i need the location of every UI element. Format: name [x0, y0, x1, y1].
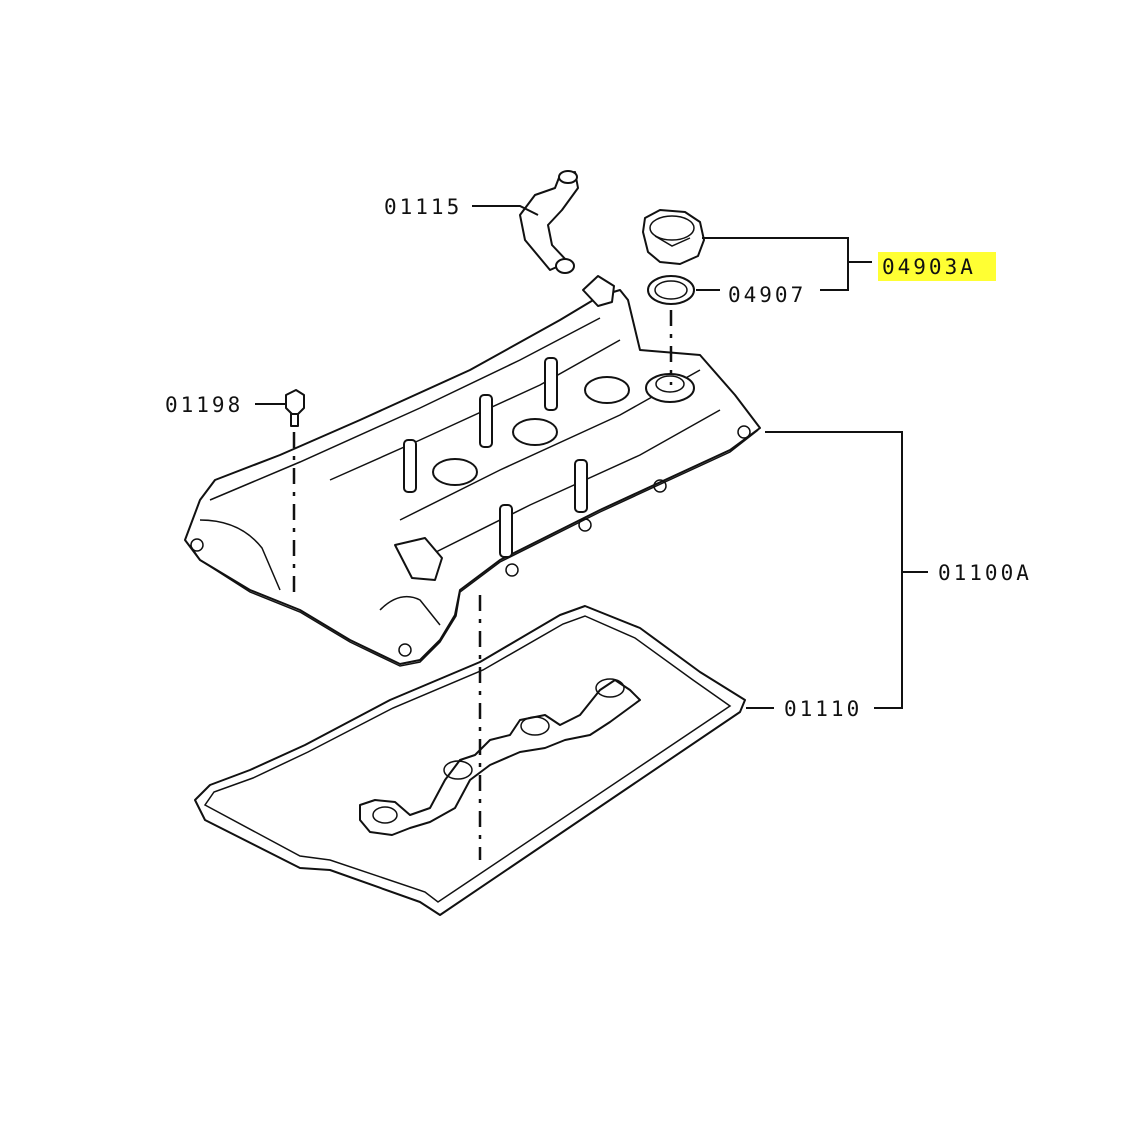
callout-04903A[interactable]: 04903A — [882, 255, 976, 279]
breather-hose[interactable] — [519, 170, 579, 274]
callout-01100A[interactable]: 01100A — [938, 561, 1032, 585]
alignment-lines — [292, 310, 673, 860]
leader-lines — [255, 205, 928, 709]
oil-filler-cap[interactable] — [642, 209, 705, 265]
rocker-cover[interactable] — [184, 275, 761, 667]
oil-cap-gasket[interactable] — [647, 275, 695, 305]
callout-highlight — [878, 252, 996, 281]
callout-01115[interactable]: 01115 — [384, 195, 462, 219]
callout-04907[interactable]: 04907 — [728, 283, 806, 307]
rocker-cover-gasket[interactable] — [194, 605, 746, 916]
bolt[interactable] — [285, 389, 305, 427]
callout-01110[interactable]: 01110 — [784, 697, 862, 721]
callout-01198[interactable]: 01198 — [165, 393, 243, 417]
